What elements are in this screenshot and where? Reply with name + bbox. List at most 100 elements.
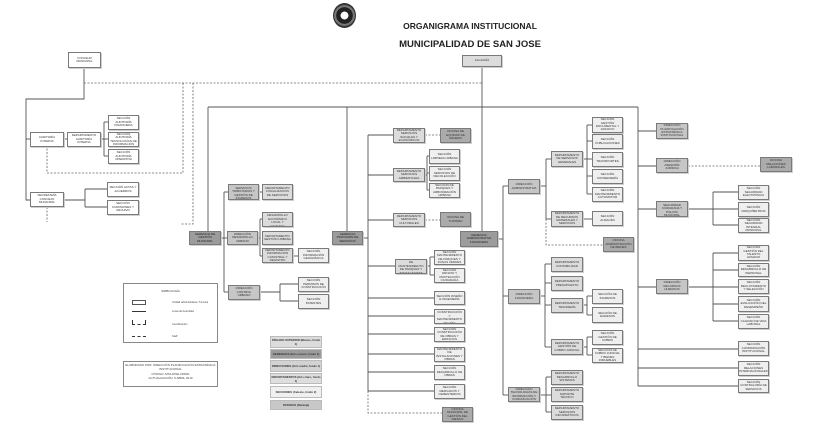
level-legend-secciones: SECCIONES (Celeste, fondo 2) bbox=[270, 386, 322, 398]
chart-title: ORGANIGRAMA INSTITUCIONAL bbox=[403, 21, 537, 31]
unit-sec-documental: SECCIÓN GESTIÓN DOCUMENTAL Y ARCHIVO bbox=[592, 117, 623, 133]
credit-author: ELABORADO POR: DIRECCIÓN PLANIFICACIÓN E… bbox=[125, 363, 216, 371]
legend-unit-symbol bbox=[132, 300, 146, 305]
unit-sec-parquimetros: SECCIÓN PARQUÍMETROS bbox=[738, 202, 769, 217]
unit-sec-electronica: SECCIÓN SEGURIDAD ELECTRÓNICA bbox=[738, 185, 769, 200]
legend-unit: Unidad administrativa / Técnica bbox=[172, 301, 209, 304]
unit-sec-limpieza: SECCIÓN LIMPIEZA URBANA bbox=[429, 149, 460, 164]
unit-alcaldia: ALCALDÍA bbox=[462, 55, 502, 67]
unit-sec-parques: SECCIÓN DE PARQUES Y ARBORIZACIÓN URBANA bbox=[429, 183, 460, 198]
unit-dep-economico: DEPARTAMENTO DESARROLLO ECONÓMICO LOCAL … bbox=[262, 212, 293, 227]
unit-of-genero: OFICINA DE EQUIDAD DE GÉNERO bbox=[440, 128, 471, 143]
unit-dir-tic: DIRECCIÓN TECNOLOGÍAS DE INFORMACIÓN Y C… bbox=[508, 387, 540, 402]
unit-sec-actas: SECCIÓN ACTAS Y ACUERDOS bbox=[107, 182, 139, 197]
unit-dep-auditoria: DEPARTAMENTO AUDITORÍA INTERNA bbox=[67, 132, 101, 147]
unit-sec-cobro: SECCIÓN GESTIÓN DE COBRO bbox=[592, 330, 623, 345]
unit-dep-gestion-urbana: DEPARTAMENTO GESTIÓN URBANA bbox=[262, 231, 293, 245]
unit-dep-cultural: DEPARTAMENTO SERVICIOS CULTURALES bbox=[393, 213, 425, 227]
unit-sec-mercados: SECCIÓN MERCADOS Y CEMENTERIOS bbox=[434, 384, 465, 399]
municipal-seal-logo bbox=[333, 3, 356, 28]
unit-dep-tesoreria: DEPARTAMENTO TESORERÍA bbox=[551, 298, 583, 313]
unit-dep-contabilidad: DEPARTAMENTO CONTABILIDAD bbox=[551, 257, 583, 272]
unit-sec-relaciones: SECCIÓN RELACIONES INTERNACIONALES bbox=[738, 361, 769, 376]
unit-sec-edificios: SECCIÓN CONSTRUCCIÓN DE OBRAS Y EDIFICIO… bbox=[434, 327, 465, 342]
credit-box: ELABORADO POR: DIRECCIÓN PLANIFICACIÓN E… bbox=[123, 361, 218, 387]
unit-sec-vias: SECCIÓN CONSTRUCCIÓN Y MANTENIMIENTO DE … bbox=[434, 309, 465, 324]
unit-dir-planificacion: DIRECCIÓN PLANIFICACIÓN ESTRATÉGICA INST… bbox=[656, 123, 688, 139]
coordination-line bbox=[545, 219, 603, 246]
unit-dep-materiales: DEPARTAMENTO DE RECURSOS MATERIALES Y SE… bbox=[551, 211, 583, 227]
unit-ger-gestion: GERENCIA DE GESTIÓN MUNICIPAL bbox=[189, 231, 221, 245]
credit-code: CÓDIGO: MSJ-DPEI-OR001 bbox=[151, 372, 190, 377]
credit-update: ACTUALIZACIÓN: 5 ABRIL 2019 bbox=[148, 375, 193, 380]
unit-sec-publicaciones: SECCIÓN PUBLICACIONES bbox=[592, 134, 623, 149]
unit-sec-mant-parques: SECCIÓN MANTENIMIENTO DE PARQUES Y ZONAS… bbox=[434, 250, 465, 265]
unit-sec-coordinacion: SECCIÓN COORDINACIÓN INSTITUCIONAL bbox=[738, 341, 769, 356]
coordination-line bbox=[367, 391, 442, 414]
unit-dir-tributaria: DIRECCIÓN DE SERVICIOS TRIBUTARIOS Y GES… bbox=[228, 184, 259, 200]
legend-title: SIMBOLOGÍA bbox=[161, 289, 180, 293]
unit-dep-sistemas: DEPARTAMENTO DESARROLLO SISTEMAS bbox=[551, 370, 583, 385]
unit-sec-patentes: SECCIÓN PATENTES bbox=[298, 294, 329, 309]
unit-dir-juridica: DIRECCIÓN ASESORÍA JURÍDICA bbox=[656, 158, 688, 173]
unit-dir-urbano: DIRECCIÓN DESARROLLO URBANO bbox=[227, 231, 258, 245]
legend-coordination: Coordinación bbox=[172, 323, 188, 326]
legend-coordination-symbol bbox=[132, 320, 146, 325]
unit-sec-reclutamiento: SECCIÓN RECLUTAMIENTO Y SELECCIÓN bbox=[738, 279, 769, 294]
unit-dep-cobro: DEPARTAMENTO GESTIÓN DE COBRO JUDICIAL bbox=[551, 339, 583, 355]
unit-sec-desarrollo-obras: SECCIÓN DESARROLLO DE OBRAS bbox=[434, 365, 465, 380]
unit-sec-contraloria: SECCIÓN CONTRALORÍA DE SERVICIOS bbox=[738, 379, 769, 393]
unit-sec-permisos: SECCIÓN PERMISOS DE CONSTRUCCIÓN bbox=[298, 277, 329, 292]
coordination-line bbox=[180, 83, 194, 225]
unit-concejo: CONCEJO MUNICIPAL bbox=[68, 52, 101, 68]
legend-staff-symbol bbox=[132, 336, 146, 337]
unit-sec-aud-op: SECCIÓN AUDITORÍA OPERATIVA bbox=[108, 149, 139, 164]
unit-sec-ingresos: SECCIÓN DE INGRESOS bbox=[592, 289, 623, 304]
unit-sec-geo: SECCIÓN INFORMACIÓN GEOGRÁFICA bbox=[298, 248, 329, 263]
unit-dep-social: DEPARTAMENTO SERVICIOS SOCIALES Y ECONÓM… bbox=[393, 128, 425, 143]
unit-secretaria: SECRETARÍA CONCEJO MUNICIPAL bbox=[30, 192, 64, 207]
unit-auditoria: AUDITORÍA INTERNA bbox=[30, 132, 64, 147]
unit-sec-instalaciones: SECCIÓN MANTENIMIENTO DE INSTALACIONES Y… bbox=[434, 347, 465, 362]
level-legend-organo: ÓRGANO SUPERIOR (Blanco, fondo 1) bbox=[270, 336, 322, 348]
unit-of-laborales: OFICINA RELACIONES LABORALES bbox=[760, 157, 792, 172]
unit-sec-talento: SECCIÓN GESTIÓN DEL TALENTO HUMANO bbox=[738, 245, 769, 261]
unit-sec-automotor: SECCIÓN MANTENIMIENTO AUTOMOTOR bbox=[592, 187, 623, 202]
unit-dir-admin: DIRECCIÓN ADMINISTRATIVA bbox=[508, 179, 540, 194]
unit-sec-almacen: SECCIÓN ALMACÉN bbox=[592, 211, 623, 226]
unit-dep-generales: DEPARTAMENTO DE SERVICIOS GENERALES bbox=[551, 151, 583, 167]
authority-line bbox=[25, 67, 85, 201]
unit-sec-diseno: SECCIÓN DISEÑO E INGENIERÍA bbox=[434, 291, 465, 305]
unit-ger-provision: GERENCIA PROVISIÓN DE SERVICIOS bbox=[332, 231, 363, 245]
unit-sec-conserjeria: SECCIÓN CONSERJERÍA bbox=[592, 169, 623, 184]
unit-sec-comisiones: SECCIÓN COMISIONES Y ARCHIVO bbox=[107, 200, 139, 215]
coordination-line bbox=[46, 83, 184, 174]
unit-of-turismo: OFICINA DE TURISMO bbox=[440, 212, 471, 227]
unit-dir-financiera: DIRECCIÓN FINANCIERA bbox=[508, 289, 540, 304]
chart-subtitle: MUNICIPALIDAD DE SAN JOSE bbox=[399, 39, 541, 50]
unit-sec-desempeno: SECCIÓN EVALUACIÓN DEL DESEMPEÑO bbox=[738, 296, 769, 312]
legend: SIMBOLOGÍA Unidad administrativa / Técni… bbox=[123, 283, 218, 343]
unit-sec-personal: SECCIÓN DESARROLLO DE PERSONAL bbox=[738, 263, 769, 277]
unit-dir-seguridad: DIRECCIÓN DE SEGURIDAD CIUDADANA Y POLIC… bbox=[656, 201, 688, 217]
unit-dep-ambiental: DEPARTAMENTO SERVICIOS AMBIENTALES bbox=[393, 168, 425, 182]
unit-sec-aud-fin: SECCIÓN AUDITORÍA FINANCIERA bbox=[108, 115, 139, 130]
legend-authority: Línea de Autoridad bbox=[172, 310, 194, 313]
unit-dep-catastro: DEPARTAMENTO INFORMACIÓN CATASTRAL Y REG… bbox=[262, 248, 293, 263]
legend-authority-symbol bbox=[132, 311, 146, 312]
unit-dep-presupuesto: DEPARTAMENTO PRESUPUESTO bbox=[551, 276, 583, 291]
unit-sec-aud-ti: SECCIÓN AUDITORÍA TECNOLOGÍAS DE INFORMA… bbox=[108, 132, 139, 147]
unit-sec-transportes: SECCIÓN TRANSPORTES bbox=[592, 152, 623, 167]
legend-staff: Staff bbox=[172, 335, 178, 338]
unit-sec-integral: SECCIÓN SEGURIDAD INTEGRAL MUNICIPAL bbox=[738, 218, 769, 233]
unit-sec-ornato: SECCIÓN ORNATO Y PROTECCIÓN CIUDADANA bbox=[434, 268, 465, 283]
unit-sec-cobro-judicial: SECCIÓN DE COBRO JUDICIAL Y BIENES INMUE… bbox=[592, 348, 623, 363]
level-legend-oficinas: OFICINAS (Naranja) bbox=[270, 400, 322, 410]
unit-sec-egresos: SECCIÓN DE EGRESOS bbox=[592, 307, 623, 323]
unit-dep-fiscal: DEPARTAMENTO FISCALIZACIÓN DE SERVICIOS bbox=[262, 184, 293, 200]
unit-dep-obras: DEPARTAMENTO DE MANTENIMIENTO DE PARQUES… bbox=[395, 259, 427, 274]
unit-sec-salud: SECCIÓN CALIDAD DE VIDA LABORAL bbox=[738, 314, 769, 329]
unit-of-bienes: OFICINA ADMINISTRACIÓN DE BIENES bbox=[603, 237, 634, 252]
level-legend-gerencias: GERENCIAS (Gris oscuro, fondo 1) bbox=[270, 349, 322, 359]
